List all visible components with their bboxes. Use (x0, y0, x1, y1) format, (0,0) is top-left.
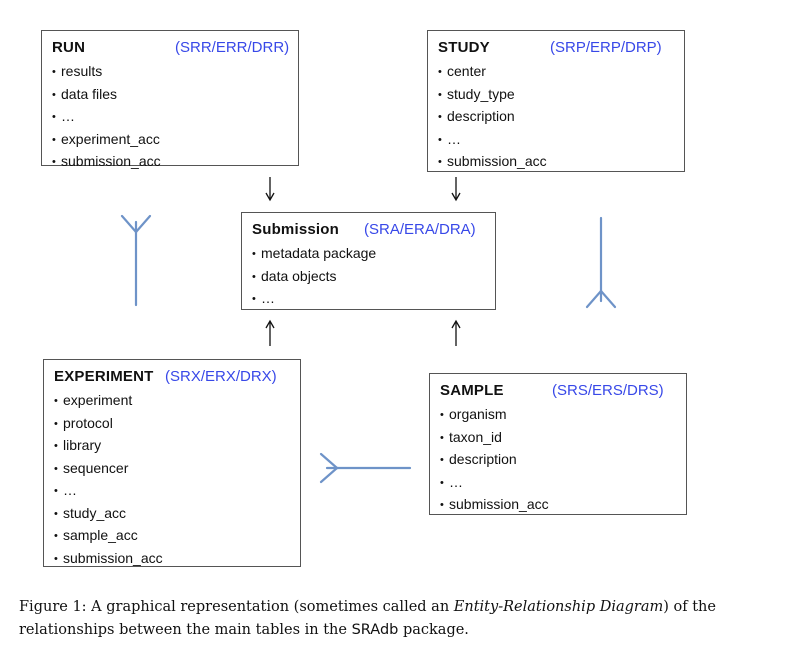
submission-field: •data objects (252, 267, 337, 284)
experiment-field: •study_acc (54, 504, 127, 521)
submission-field: •… (252, 290, 275, 306)
sample-to-experiment-relationship (319, 452, 412, 484)
study-field: •description (438, 108, 515, 124)
experiment-field: •library (54, 437, 102, 453)
run-field-list: •results •data files •… •experiment_acc … (52, 61, 288, 174)
experiment-field: •sequencer (54, 459, 129, 476)
experiment-table-header: EXPERIMENT (SRX/ERX/DRX) (54, 366, 290, 390)
experiment-field: •experiment (54, 392, 133, 408)
run-field: •experiment_acc (52, 130, 160, 147)
figure-label: Figure 1: (19, 599, 87, 615)
sample-table-header: SAMPLE (SRS/ERS/DRS) (440, 380, 676, 404)
submission-field: •metadata package (252, 245, 377, 261)
study-to-sample-relationship (585, 216, 617, 309)
study-field-list: •center •study_type •description •… •sub… (438, 61, 674, 174)
experiment-to-submission-arrow (265, 319, 275, 346)
run-table-box: RUN (SRR/ERR/DRR) •results •data files •… (41, 30, 299, 169)
sample-table-title: SAMPLE (440, 382, 504, 399)
caption-emphasis: Entity-Relationship Diagram (453, 599, 664, 615)
experiment-field: •sample_acc (54, 527, 138, 543)
run-to-submission-arrow (265, 177, 275, 202)
experiment-field: •protocol (54, 414, 113, 431)
caption-text-before: A graphical representation (sometimes ca… (91, 599, 450, 615)
caption-text-middle: ) of the relationships between the main … (19, 599, 716, 638)
sample-field: •description (440, 451, 517, 467)
submission-table-title: Submission (252, 221, 340, 238)
sample-table-box: SAMPLE (SRS/ERS/DRS) •organism •taxon_id… (429, 373, 687, 515)
run-field: •results (52, 63, 103, 79)
sample-accession-prefixes: (SRS/ERS/DRS) (552, 382, 664, 399)
experiment-field: •… (54, 482, 77, 498)
experiment-table-title: EXPERIMENT (54, 368, 154, 385)
study-field: •study_type (438, 85, 515, 102)
sample-field: •taxon_id (440, 428, 502, 445)
caption-package-name: SRAdb (351, 622, 399, 638)
study-field: •… (438, 130, 461, 147)
experiment-accession-prefixes: (SRX/ERX/DRX) (165, 368, 277, 385)
run-table-header: RUN (SRR/ERR/DRR) (52, 37, 290, 61)
run-field: •… (52, 108, 75, 124)
sample-to-submission-arrow (451, 319, 461, 346)
caption-text-after: package. (402, 622, 469, 638)
submission-field-list: •metadata package •data objects •… (252, 243, 485, 311)
experiment-table-box: EXPERIMENT (SRX/ERX/DRX) •experiment •pr… (43, 359, 301, 567)
study-table-title: STUDY (438, 39, 490, 56)
figure-caption: Figure 1: A graphical representation (so… (19, 596, 799, 642)
submission-table-box: Submission (SRA/ERA/DRA) •metadata packa… (241, 212, 496, 310)
run-accession-prefixes: (SRR/ERR/DRR) (175, 39, 290, 56)
study-field: •submission_acc (438, 153, 547, 169)
sample-field: •organism (440, 406, 507, 422)
run-field: •submission_acc (52, 153, 161, 169)
experiment-to-run-relationship (120, 214, 152, 307)
study-table-box: STUDY (SRP/ERP/DRP) •center •study_type … (427, 30, 685, 172)
study-field: •center (438, 63, 486, 79)
run-table-title: RUN (52, 39, 86, 56)
study-to-submission-arrow (451, 177, 461, 202)
study-table-header: STUDY (SRP/ERP/DRP) (438, 37, 674, 61)
sample-field-list: •organism •taxon_id •description •… •sub… (440, 404, 676, 517)
sample-field: •… (440, 473, 463, 490)
study-accession-prefixes: (SRP/ERP/DRP) (550, 39, 662, 56)
experiment-field: •submission_acc (54, 549, 163, 566)
experiment-field-list: •experiment •protocol •library •sequence… (54, 390, 290, 570)
run-field: •data files (52, 85, 118, 102)
sample-field: •submission_acc (440, 496, 549, 512)
submission-accession-prefixes: (SRA/ERA/DRA) (364, 221, 476, 238)
submission-table-header: Submission (SRA/ERA/DRA) (252, 219, 485, 243)
